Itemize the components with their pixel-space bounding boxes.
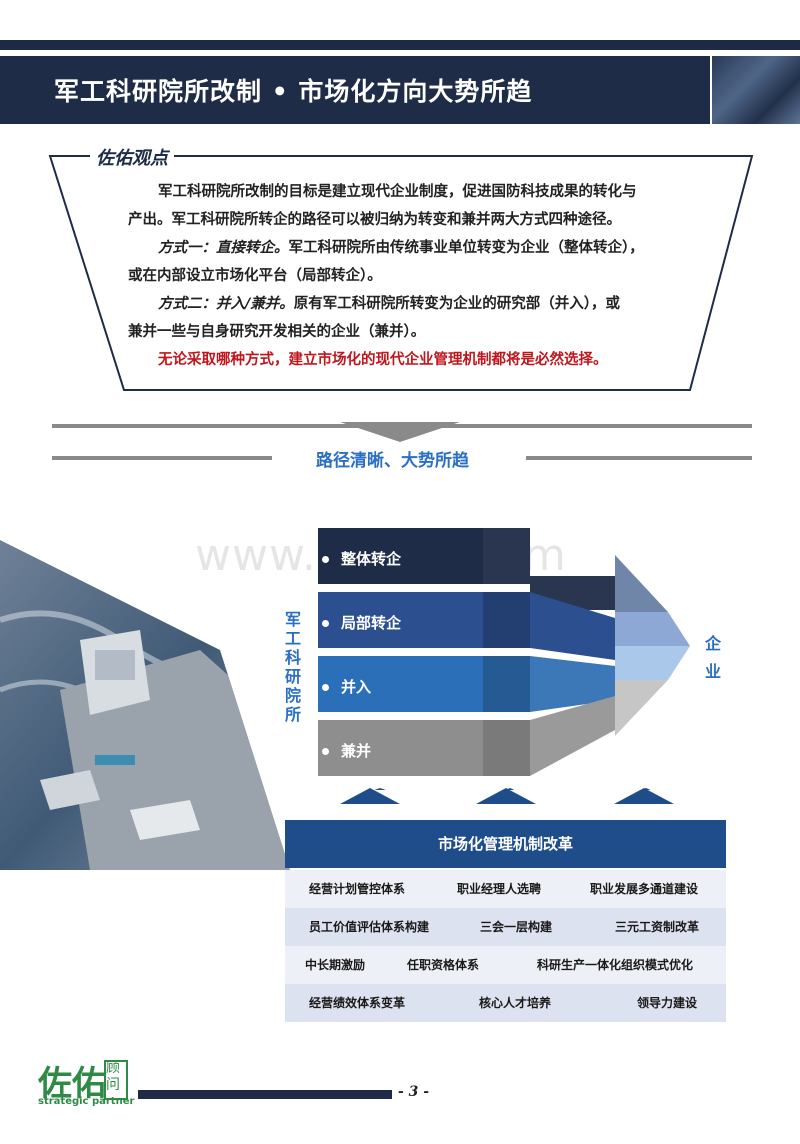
bar-merge-in bbox=[318, 656, 483, 712]
bullet-icon bbox=[322, 620, 329, 627]
bullet-icon bbox=[322, 684, 329, 691]
reform-row: 中长期激励 任职资格体系 科研生产一体化组织模式优化 bbox=[285, 946, 726, 984]
flow-item-1: 整体转企 bbox=[322, 548, 401, 569]
method-two-text: 原有军工科研院所转变为企业的研究部（并入），或 bbox=[293, 296, 621, 312]
reform-cell: 经营绩效体系变革 bbox=[309, 996, 406, 1010]
section-divider bbox=[52, 422, 752, 460]
page-number: - 3 - bbox=[392, 1084, 436, 1100]
reform-cell: 经营计划管控体系 bbox=[309, 882, 406, 896]
reform-cell: 任职资格体系 bbox=[407, 958, 480, 972]
bar-acquisition bbox=[318, 720, 483, 776]
reform-row: 经营计划管控体系 职业经理人选聘 职业发展多通道建设 bbox=[285, 870, 726, 908]
logo-side-text: 顾问 bbox=[106, 1060, 120, 1093]
footer-bar bbox=[138, 1090, 420, 1099]
opinion-conclusion: 无论采取哪种方式，建立市场化的现代企业管理机制都将是必然选择。 bbox=[158, 352, 608, 368]
conversion-flow-chart bbox=[318, 528, 698, 790]
up-arrows bbox=[340, 788, 674, 804]
opinion-frame bbox=[48, 155, 754, 391]
flow-item-3: 并入 bbox=[322, 676, 371, 697]
header-top-stripe bbox=[0, 40, 800, 50]
opinion-line-3: 方式一：直接转企。军工科研院所由传统事业单位转变为企业（整体转企）， bbox=[158, 236, 644, 257]
bar-partial-conversion bbox=[318, 592, 483, 648]
method-one-text: 军工科研院所由传统事业单位转变为企业（整体转企）， bbox=[288, 240, 644, 256]
opinion-line-4: 或在内部设立市场化平台（局部转企）。 bbox=[128, 268, 382, 284]
logo-subtitle: strategic partner bbox=[38, 1096, 135, 1107]
reform-cell: 员工价值评估体系构建 bbox=[309, 920, 430, 934]
reform-header bbox=[285, 820, 726, 868]
bar-whole-conversion bbox=[318, 528, 483, 584]
opinion-title: 佐佑观点 bbox=[90, 144, 174, 170]
bullet-icon bbox=[322, 748, 329, 755]
target-label: 企业 bbox=[705, 634, 722, 681]
section-title: 路径清晰、大势所趋 bbox=[316, 451, 469, 471]
opinion-line-2: 产出。军工科研院所转企的路径可以被归纳为转变和兼并两大方式四种途径。 bbox=[128, 212, 621, 228]
bullet-icon bbox=[322, 556, 329, 563]
reform-cell: 中长期激励 bbox=[305, 958, 366, 972]
method-one-label: 方式一：直接转企。 bbox=[158, 240, 289, 256]
header-decoration-image bbox=[712, 56, 800, 124]
reform-cell: 核心人才培养 bbox=[479, 996, 552, 1010]
page-title: 军工科研院所改制 • 市场化方向大势所趋 bbox=[54, 77, 533, 106]
reform-cell: 职业经理人选聘 bbox=[457, 882, 542, 896]
header-banner bbox=[0, 56, 710, 124]
method-two-label: 方式二：并入/兼并。 bbox=[158, 296, 294, 312]
reform-cell: 领导力建设 bbox=[637, 996, 698, 1010]
reform-cell: 三元工资制改革 bbox=[615, 920, 700, 934]
logo-box bbox=[104, 1060, 128, 1100]
flow-item-4: 兼并 bbox=[322, 740, 371, 761]
opinion-line-1: 军工科研院所改制的目标是建立现代企业制度，促进国防科技成果的转化与 bbox=[158, 184, 637, 200]
carrier-photo bbox=[0, 540, 290, 870]
reform-row: 经营绩效体系变革 核心人才培养 领导力建设 bbox=[285, 984, 726, 1022]
company-logo: 佐佑 bbox=[38, 1064, 106, 1104]
source-label: 军工科研院所 bbox=[285, 610, 302, 724]
flow-item-2: 局部转企 bbox=[322, 612, 401, 633]
reform-cell: 职业发展多通道建设 bbox=[590, 882, 699, 896]
reform-title: 市场化管理机制改革 bbox=[437, 835, 573, 853]
reform-cell: 科研生产一体化组织模式优化 bbox=[537, 958, 694, 972]
opinion-line-6: 兼并一些与自身研究开发相关的企业（兼并）。 bbox=[128, 324, 426, 340]
reform-cell: 三会一层构建 bbox=[480, 920, 553, 934]
opinion-line-5: 方式二：并入/兼并。原有军工科研院所转变为企业的研究部（并入），或 bbox=[158, 292, 620, 313]
reform-row: 员工价值评估体系构建 三会一层构建 三元工资制改革 bbox=[285, 908, 726, 946]
